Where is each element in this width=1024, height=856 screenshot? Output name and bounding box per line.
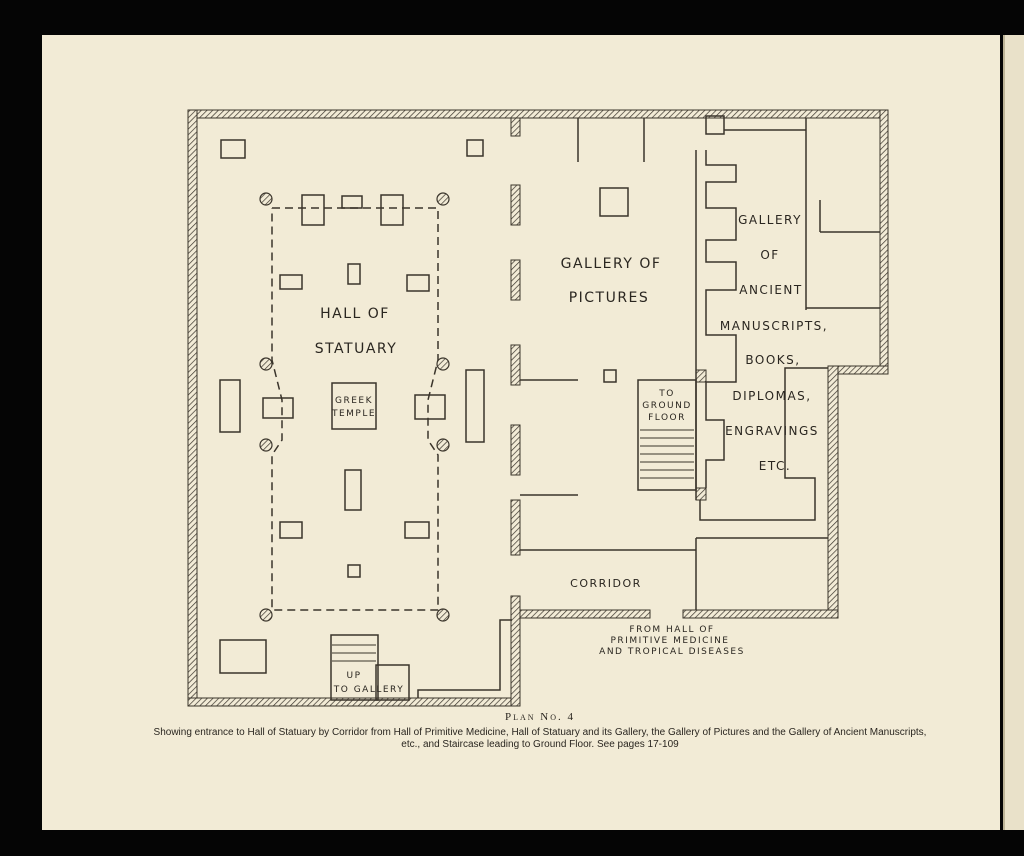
manuscripts-label-line: ETC. xyxy=(759,459,791,473)
corridor-label: CORRIDOR xyxy=(570,577,642,590)
gallery-of-pictures-label-2: PICTURES xyxy=(569,290,650,306)
up-to-gallery-label-2: TO GALLERY xyxy=(333,685,404,695)
gallery-of-pictures-label-1: GALLERY OF xyxy=(561,256,662,272)
up-to-gallery-label-1: UP xyxy=(346,671,361,681)
manuscripts-label-line: OF xyxy=(760,248,779,262)
greek-temple-label-2: TEMPLE xyxy=(331,409,376,419)
manuscripts-label: GALLERY OF ANCIENT MANUSCRIPTS, BOOKS, D… xyxy=(720,213,828,473)
walls xyxy=(187,109,889,707)
greek-temple-label-1: GREEK xyxy=(335,396,373,406)
plan-number-title: Plan No. 4 xyxy=(504,711,576,723)
stairs-label-1: TO xyxy=(658,389,675,399)
from-hall-label-1: FROM HALL OF xyxy=(629,625,714,635)
stairs-label-3: FLOOR xyxy=(648,413,686,423)
hall-of-statuary-label-1: HALL OF xyxy=(320,306,390,322)
next-page-edge xyxy=(1003,35,1024,830)
from-hall-label-2: PRIMITIVE MEDICINE xyxy=(610,636,729,646)
manuscripts-label-line: ANCIENT xyxy=(739,283,803,297)
manuscripts-label-line: DIPLOMAS, xyxy=(732,389,811,403)
from-hall-label-3: AND TROPICAL DISEASES xyxy=(599,647,745,657)
manuscripts-label-line: BOOKS, xyxy=(745,353,800,367)
stairs-label-2: GROUND xyxy=(642,401,692,411)
caption-text: Showing entrance to Hall of Statuary by … xyxy=(153,727,927,750)
manuscripts-label-line: GALLERY xyxy=(738,213,802,227)
manuscripts-label-line: MANUSCRIPTS, xyxy=(720,319,828,333)
stair-treads xyxy=(332,429,694,662)
columns xyxy=(259,192,450,622)
manuscripts-label-line: ENGRAVINGS xyxy=(725,424,819,438)
hall-of-statuary-label-2: STATUARY xyxy=(315,341,398,357)
figure-caption: Plan No. 4 Showing entrance to Hall of S… xyxy=(150,711,930,751)
